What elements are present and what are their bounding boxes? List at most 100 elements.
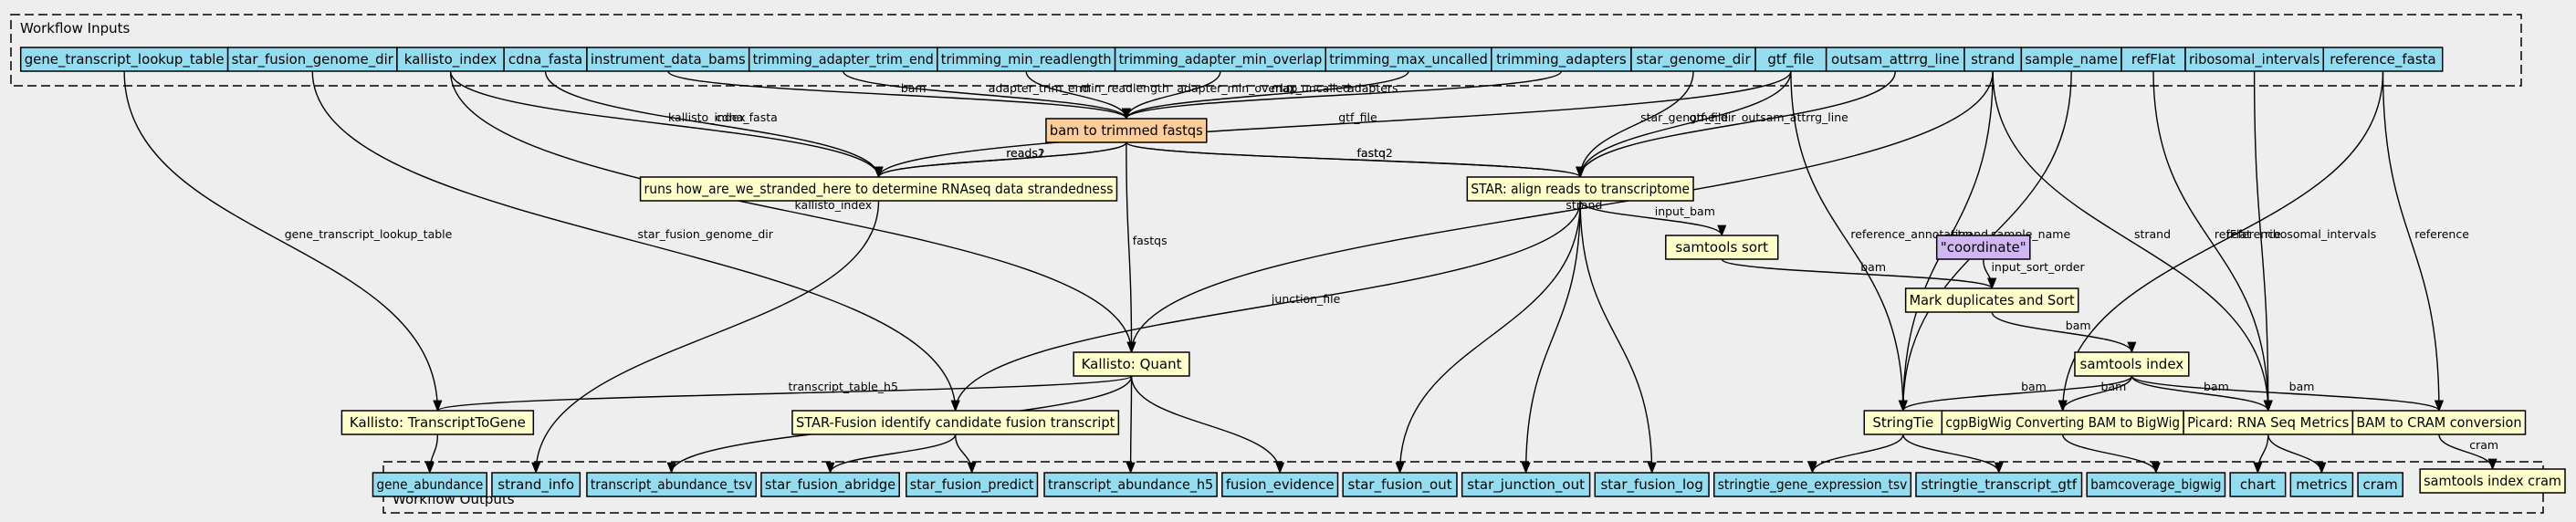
node-cram[interactable]: cram: [2357, 472, 2403, 497]
node-label: sample_name: [2025, 51, 2118, 68]
node-bam-to-cram[interactable]: BAM to CRAM conversion: [2351, 410, 2527, 435]
edge-gtf_file-to-star_align: gtf_file: [1576, 70, 1792, 179]
node-bam-to-trimmed[interactable]: bam to trimmed fastqs: [1045, 118, 1208, 143]
workflow-inputs-cluster: Workflow Inputs: [10, 14, 2522, 87]
edge-star_align-to-samtools_sort: input_bam: [1579, 200, 1727, 237]
node-box: [1342, 472, 1458, 497]
node-label: BAM to CRAM conversion: [2356, 414, 2521, 431]
edge-label: ribosomal_intervals: [2265, 227, 2376, 241]
edge-samtools_index-to-bam_to_cram: bam: [2131, 375, 2444, 412]
edge-line: [2058, 70, 2384, 412]
node-kallisto-quant[interactable]: Kallisto: Quant: [1073, 351, 1190, 377]
node-label: cdna_fasta: [508, 51, 582, 68]
node-star-genome-dir[interactable]: star_genome_dir: [1630, 47, 1756, 72]
edge-line: [1898, 375, 2133, 412]
node-star-align[interactable]: STAR: align reads to transcriptome: [1466, 176, 1694, 202]
node-box: [1935, 235, 2031, 260]
node-box: [340, 410, 535, 435]
node-star-fusion-genome-dir[interactable]: star_fusion_genome_dir: [226, 47, 398, 72]
node-samtools-index[interactable]: samtools index: [2074, 351, 2190, 377]
edge-line: [1579, 200, 1727, 237]
node-label: runs how_are_we_stranded_here to determi…: [644, 181, 1114, 198]
node-cdna-fasta[interactable]: cdna_fasta: [503, 47, 588, 72]
node-star-fusion[interactable]: STAR-Fusion identify candidate fusion tr…: [791, 410, 1120, 435]
node-box: [1043, 472, 1218, 497]
edge-line: [531, 200, 880, 475]
node-tx2gene[interactable]: Kallisto: TranscriptToGene: [340, 410, 535, 435]
edge-reference_fasta-to-bam_to_cram: reference: [2382, 70, 2469, 412]
node-instrument-data-bams[interactable]: instrument_data_bams: [586, 47, 750, 72]
edge-label: max_uncalled: [1271, 81, 1349, 95]
edge-label: reference: [2414, 227, 2469, 241]
node-sample-name[interactable]: sample_name: [2020, 47, 2122, 72]
node-label: gene_transcript_lookup_table: [25, 51, 225, 68]
node-ribosomal-intervals[interactable]: ribosomal_intervals: [2184, 47, 2325, 72]
node-label: bam to trimmed fastqs: [1050, 122, 1203, 139]
node-label: fusion_evidence: [1226, 476, 1335, 494]
node-label: Picard: RNA Seq Metrics: [2187, 414, 2349, 431]
node-gene-transcript-lookup-table[interactable]: gene_transcript_lookup_table: [19, 47, 229, 72]
node-transcript-abundance-tsv[interactable]: transcript_abundance_tsv: [586, 472, 758, 497]
edge-label: fastq2: [1357, 146, 1393, 160]
node-trimming-min-readlength[interactable]: trimming_min_readlength: [937, 47, 1116, 72]
node-gene-abundance[interactable]: gene_abundance: [372, 472, 488, 497]
node-box: [19, 47, 229, 72]
node-reference-fasta[interactable]: reference_fasta: [2322, 47, 2444, 72]
edge-label: bam: [2066, 318, 2091, 332]
edge-label: strand: [2134, 227, 2171, 241]
edge-line: [667, 70, 1131, 120]
node-fusion-evidence[interactable]: fusion_evidence: [1221, 472, 1339, 497]
edge-picard-to-metrics: [2267, 433, 2327, 475]
node-samtools-sort[interactable]: samtools sort: [1665, 235, 1779, 260]
edge-star_align-to-star_fusion_log: [1579, 200, 1657, 475]
edge-cdna_fasta-to-stranded: cdna_fasta: [544, 70, 884, 179]
edge-label: adapters: [1347, 81, 1398, 95]
node-chart[interactable]: chart: [2229, 472, 2287, 497]
node-label: star_fusion_log: [1600, 476, 1702, 494]
node-trimming-adapter-trim-end[interactable]: trimming_adapter_trim_end: [748, 47, 938, 72]
node-trimming-adapters[interactable]: trimming_adapters: [1491, 47, 1632, 72]
edge-line: [1807, 433, 1904, 475]
node-strand-info[interactable]: strand_info: [491, 472, 581, 497]
node-star-fusion-log[interactable]: star_fusion_log: [1594, 472, 1710, 497]
edge-line: [1992, 70, 2273, 412]
node-star-junction-out[interactable]: star_junction_out: [1461, 472, 1591, 497]
edge-label: cdna_fasta: [716, 110, 778, 124]
node-label: samtools index: [2080, 356, 2184, 372]
node-box: [2074, 351, 2190, 377]
node-cgpbigwig[interactable]: cgpBigWig Converting BAM to BigWig: [1941, 410, 2184, 435]
node-trimming-max-uncalled[interactable]: trimming_max_uncalled: [1325, 47, 1492, 72]
node-samtools-index-cram[interactable]: samtools index cram: [2419, 468, 2566, 494]
node-coordinate[interactable]: "coordinate": [1935, 235, 2031, 260]
node-stringtie-gene-expression-tsv[interactable]: stringtie_gene_expression_tsv: [1712, 472, 1912, 497]
edge-line: [2267, 433, 2327, 475]
node-star-fusion-predict[interactable]: star_fusion_predict: [906, 472, 1039, 497]
node-gtf-file[interactable]: gtf_file: [1754, 47, 1827, 72]
node-star-fusion-abridge[interactable]: star_fusion_abridge: [760, 472, 900, 497]
node-label: STAR-Fusion identify candidate fusion tr…: [796, 414, 1115, 431]
node-stringtie[interactable]: StringTie: [1863, 410, 1943, 435]
node-strand[interactable]: strand: [1963, 47, 2023, 72]
edge-line: [1902, 433, 2004, 475]
node-stranded[interactable]: runs how_are_we_stranded_here to determi…: [639, 176, 1118, 202]
node-picard[interactable]: Picard: RNA Seq Metrics: [2183, 410, 2354, 435]
node-stringtie-transcript-gtf[interactable]: stringtie_transcript_gtf: [1915, 472, 2083, 497]
node-box: [1466, 176, 1694, 202]
edge-label: transcript_table_h5: [788, 380, 898, 393]
node-trimming-adapter-min-overlap[interactable]: trimming_adapter_min_overlap: [1114, 47, 1327, 72]
node-label: STAR: align reads to transcriptome: [1471, 181, 1690, 197]
node-label: kallisto_index: [404, 51, 497, 68]
node-refFlat[interactable]: refFlat: [2120, 47, 2186, 72]
node-metrics[interactable]: metrics: [2289, 472, 2354, 497]
node-kallisto-index[interactable]: kallisto_index: [396, 47, 505, 72]
node-star-fusion-out[interactable]: star_fusion_out: [1342, 472, 1458, 497]
edge-label: reads1: [1006, 146, 1045, 160]
node-label: trimming_min_readlength: [941, 51, 1112, 68]
node-bamcoverage-bigwig[interactable]: bamcoverage_bigwig: [2086, 472, 2226, 497]
node-outsam-attrrg-line[interactable]: outsam_attrrg_line: [1825, 47, 1965, 72]
node-mark-dup[interactable]: Mark duplicates and Sort: [1904, 287, 2079, 313]
node-transcript-abundance-h5[interactable]: transcript_abundance_h5: [1043, 472, 1218, 497]
node-box: [2183, 410, 2354, 435]
